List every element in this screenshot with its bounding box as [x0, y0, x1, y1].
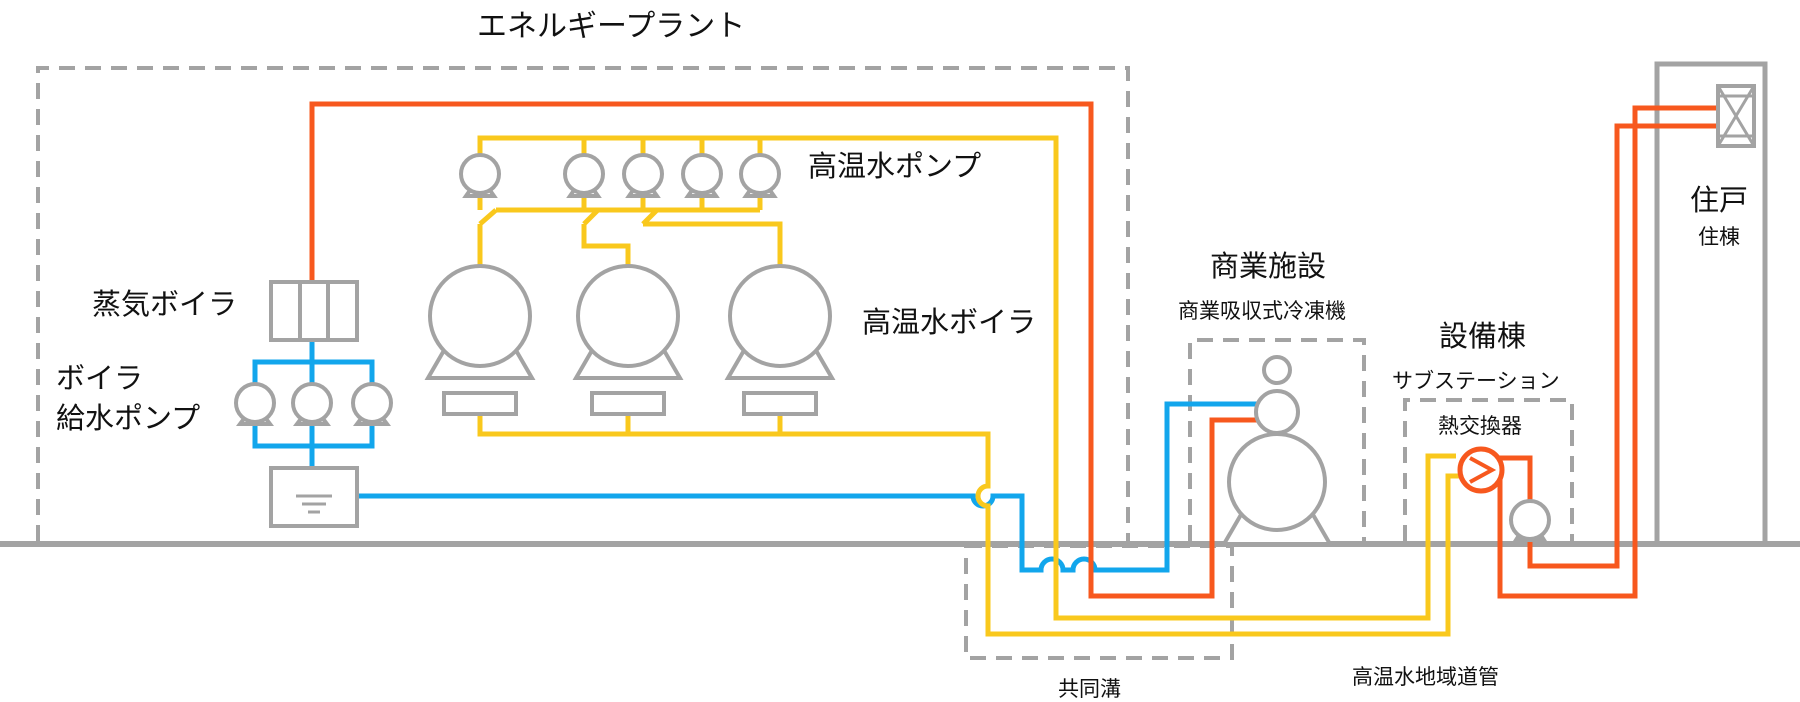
heat-exchanger-label: 熱交換器 — [1438, 414, 1522, 438]
feed-water-pump-bottom-header — [252, 422, 375, 468]
energy-plant-enclosure — [36, 66, 1130, 541]
feed-water-tank — [269, 466, 359, 528]
dwelling-return — [1500, 123, 1718, 569]
hot-water-pump-1 — [459, 153, 501, 198]
hot-water-pipes — [477, 135, 1460, 637]
commercial-facility-label: 商業施設 — [1210, 249, 1326, 283]
energy-plant-label: エネルギープラント — [477, 9, 745, 44]
hot-water-pump-5 — [739, 153, 781, 198]
dwelling-supply — [1497, 105, 1718, 599]
feed-water-pump-1 — [234, 382, 276, 426]
feed-pump-label-line2: 給水ポンプ — [56, 401, 200, 435]
dwelling-unit-heater — [1716, 84, 1756, 148]
absorption-chiller — [1220, 355, 1334, 546]
boiler-return-drops — [625, 414, 783, 434]
hot-water-boiler-3 — [724, 264, 836, 416]
utility-tunnel-label: 共同溝 — [1058, 677, 1121, 701]
hot-water-pump-3 — [622, 153, 664, 198]
utility-tunnel-enclosure — [964, 544, 1234, 660]
hot-water-pump-collector — [477, 196, 763, 226]
hot-water-pump-drops — [581, 138, 763, 156]
labels: エネルギープラント 高温水ポンプ 蒸気ボイラ ボイラ 給水ポンプ 高温水ボイラ … — [56, 9, 1748, 701]
boiler-2-feed — [581, 224, 631, 270]
steam-main — [309, 101, 1263, 599]
hot-water-boiler-label: 高温水ボイラ — [862, 305, 1036, 339]
steam-pipes — [309, 101, 1718, 599]
boiler-return-header — [477, 414, 1460, 637]
feed-water-pumps — [234, 382, 393, 426]
substation-enclosure — [1403, 398, 1574, 541]
steam-boiler-label: 蒸気ボイラ — [92, 287, 237, 321]
hot-water-pump-2 — [563, 153, 605, 198]
equipment-building-label: 設備棟 — [1439, 319, 1526, 353]
hot-water-boilers — [424, 264, 836, 416]
substation-label: サブステーション — [1392, 369, 1560, 393]
dwelling-label: 住戸 — [1690, 183, 1748, 217]
hot-water-pump-label: 高温水ポンプ — [808, 149, 981, 183]
substation-pump — [1509, 499, 1551, 542]
absorption-chiller-label: 商業吸収式冷凍機 — [1178, 299, 1346, 323]
hot-water-pump-4 — [681, 153, 723, 198]
residential-building-outline — [1654, 61, 1768, 543]
boiler-3-feed — [643, 221, 783, 270]
hot-water-pumps — [459, 153, 781, 198]
district-pipe-label: 高温水地域道管 — [1352, 665, 1499, 689]
hot-water-boiler-2 — [572, 264, 684, 416]
steam-boiler — [269, 280, 359, 342]
hot-water-pump-header — [477, 135, 1456, 621]
feed-water-pump-3 — [351, 382, 393, 426]
commercial-facility-enclosure — [1188, 338, 1366, 541]
residential-building-label: 住棟 — [1698, 225, 1740, 249]
feed-water-pump-2 — [291, 382, 333, 426]
hot-water-boiler-1 — [424, 264, 536, 416]
feed-pump-label-line1: ボイラ — [56, 361, 143, 395]
heat-exchanger-icon — [1457, 446, 1505, 494]
